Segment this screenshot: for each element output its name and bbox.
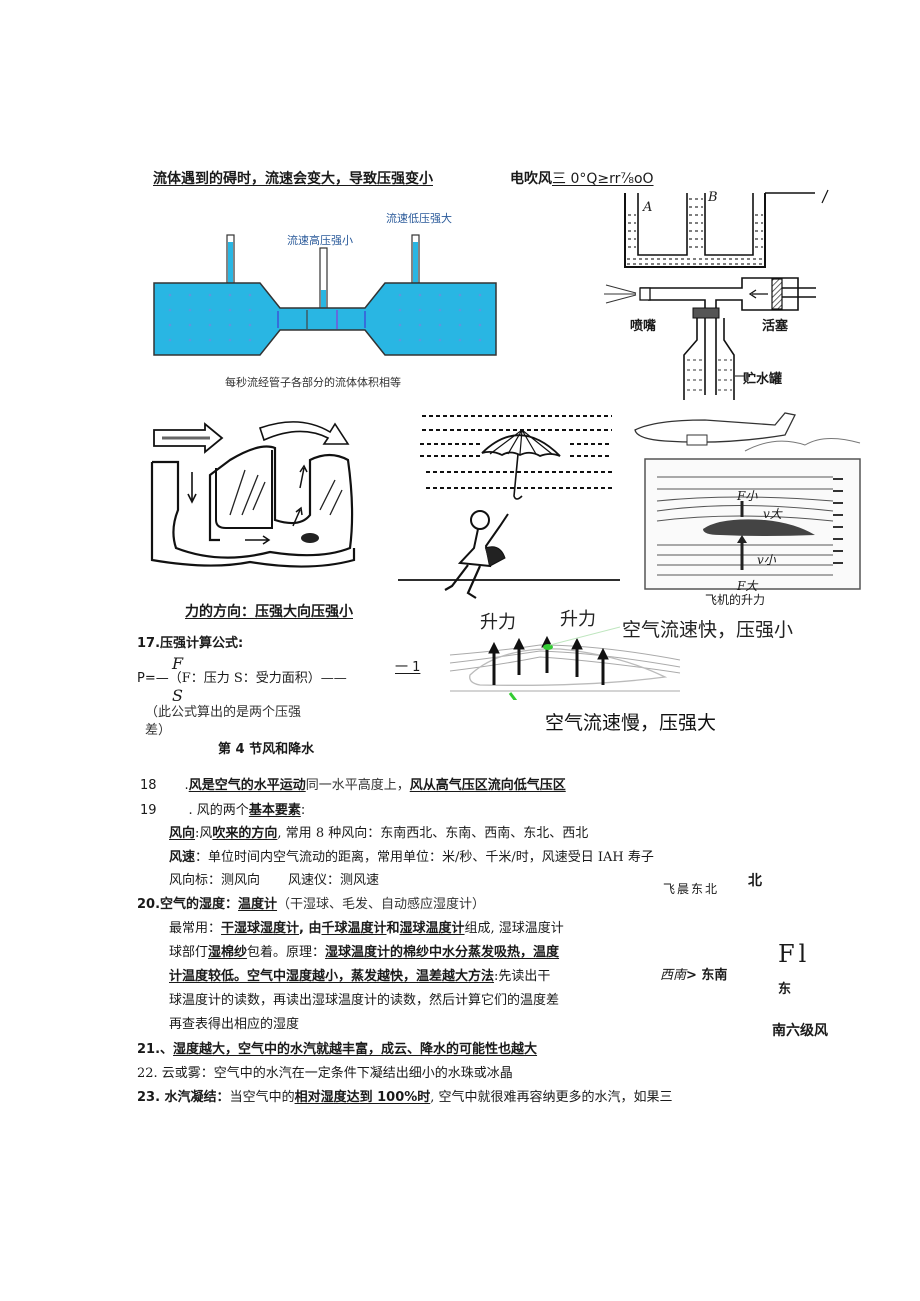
item-20-line6: 再查表得出相应的湿度 — [169, 1017, 300, 1032]
item-20-t1: （干湿球、毛发、自动感应湿度计） — [277, 897, 486, 912]
formula-numerator: F — [172, 654, 184, 673]
item-18: 18.风是空气的水平运动同一水平高度上，风从高气压区流向低气压区 — [140, 778, 566, 794]
item-23-u1: 相对湿度达到 100%时 — [294, 1090, 431, 1105]
airplane-lift-figure: F小 v大 v小 F大 飞机的升力 — [625, 405, 870, 605]
airplane-caption: 飞机的升力 — [705, 593, 766, 605]
section17-title: 17.压强计算公式: — [137, 636, 244, 651]
item-20-l3-u2: 湿球温度计的棉纱中水分蒸发吸热，温度 — [325, 945, 560, 960]
umbrella-figure — [390, 408, 622, 608]
item-21: 21.、湿度越大，空气中的水汽就越丰富，成云、降水的可能性也越大 — [137, 1042, 537, 1058]
item-22: 22. 云或雾：空气中的水汽在一定条件下凝结出细小的水珠或冰晶 — [137, 1066, 513, 1081]
sprayer-figure: A B 喷嘴 活塞 贮水罐 — [590, 185, 880, 400]
item-19-num: 19 — [140, 803, 157, 818]
item-20-l2-u3: 湿球温度计 — [399, 921, 465, 936]
burrow-figure — [150, 420, 375, 570]
wind-speed-label: 风速 — [169, 850, 196, 865]
wind-speed-line: 风速：单位时间内空气流动的距离，常用单位：米/秒、千米/时，风速受日 IAH 寿… — [169, 850, 654, 866]
instrument-anemometer: 风速仪：测风速 — [288, 873, 380, 888]
item-20-line2: 最常用：干湿球湿度计, 由千球温度计和湿球温度计组成, 湿球温度计 — [169, 921, 564, 937]
item-20-l2-u1: 干湿球湿度计 — [221, 921, 300, 936]
item-18-u1: 风是空气的水平运动 — [188, 778, 306, 793]
label-low-speed: 流速低压强大 — [386, 212, 452, 225]
burrow-caption: 力的方向：压强大向压强小 — [185, 604, 353, 620]
label-f-big: F大 — [737, 579, 758, 593]
item-18-u2: 风从高气压区流向低气压区 — [409, 778, 566, 793]
item-20-line5: 球温度计的读数，再读出湿球温度计的读数，然后计算它们的温度差 — [169, 993, 560, 1008]
item-20-l3-u1: 湿棉纱 — [208, 945, 248, 960]
label-piston: 活塞 — [762, 319, 789, 334]
header-caption-right: 电吹风三 0°Q≥rr⅞oO — [510, 171, 654, 188]
side-note-feichen: 飞晨东北 — [663, 882, 720, 896]
item-21-u1: 湿度越大，空气中的水汽就越丰富，成云、降水的可能性也越大 — [173, 1042, 538, 1057]
lift-label-1: 升力 — [480, 612, 516, 633]
wind-direction-label: 风向 — [169, 826, 196, 841]
section-heading: 第 4 节风和降水 — [218, 742, 315, 757]
item-23-t2: , 空气中就很难再容纳更多的水汽，如果三 — [430, 1090, 673, 1105]
item-20-l4-u1: 计温度较低。空气中湿度越小，蒸发越快，温差越大方法 — [169, 969, 495, 984]
hair-dryer-label: 电吹风 — [510, 171, 552, 187]
note-line-2: 差） — [145, 723, 172, 738]
header-caption-left: 流体遇到的碍时，流速会变大，导致压强变小 — [153, 171, 433, 187]
item-20-l2-t3: 和 — [386, 921, 400, 936]
instrument-vane: 风向标：测风向 — [169, 873, 261, 888]
side-note-bei: 北 — [748, 873, 762, 889]
item-20-l2-t2: , 由 — [299, 921, 322, 936]
item-18-text1: 同一水平高度上， — [305, 778, 410, 793]
item-18-num: 18 — [140, 778, 157, 793]
item-20-line4: 计温度较低。空气中湿度越小，蒸发越快，温差越大方法:先读出干 — [169, 969, 550, 985]
label-f-small: F小 — [737, 489, 758, 503]
item-20-l4-t1: :先读出干 — [494, 969, 551, 984]
side-note-dong: 东 — [778, 982, 792, 997]
side-note-direction: 西南> 东南 — [660, 968, 727, 984]
side-note-nanliuji: 南六级风 — [772, 1023, 828, 1039]
wing-lift-figure: 升力 升力 — [440, 605, 730, 702]
item-20-title: 20.空气的湿度： — [137, 897, 239, 912]
item-20-line3: 球部仃湿棉纱包着。原理：湿球温度计的棉纱中水分蒸发吸热，温度 — [169, 945, 559, 961]
side-note-fl: Fl — [778, 940, 811, 968]
label-v-small: v小 — [757, 553, 776, 567]
wing-bottom-caption: 空气流速慢，压强大 — [545, 712, 717, 734]
label-tank: 贮水罐 — [743, 372, 783, 387]
wind-direction-line: 风向:风吹来的方向, 常用 8 种风向：东南西北、东南、西南、东北、西北 — [169, 826, 588, 842]
label-high-speed: 流速高压强小 — [287, 234, 353, 247]
item-20-l3-t2: 包着。原理： — [247, 945, 326, 960]
wing-top-caption: 空气流速快，压强小 — [622, 619, 794, 641]
wind-direction-t2: , 常用 8 种风向：东南西北、东南、西南、东北、西北 — [277, 826, 589, 841]
wind-direction-t1: :风 — [195, 826, 213, 841]
formula-denominator: S — [172, 686, 183, 705]
garbled-text: 三 0°Q≥rr⅞oO — [552, 171, 654, 187]
item-21-num: 21.、 — [137, 1042, 174, 1057]
formula-desc: （F：压力 S：受力面积）—— — [168, 671, 347, 686]
item-20-line1: 20.空气的湿度：温度计（干湿球、毛发、自动感应湿度计） — [137, 897, 485, 913]
item-18-dot: . — [184, 778, 189, 793]
item-19-u1: 基本要素 — [248, 803, 301, 818]
item-19-colon: : — [300, 803, 306, 818]
wind-speed-text: ：单位时间内空气流动的距离，常用单位：米/秒、千米/时，风速受日 IAH 寿子 — [195, 850, 654, 865]
item-20-l2-t1: 最常用： — [169, 921, 222, 936]
wind-direction-u2: 吹来的方向 — [212, 826, 278, 841]
venturi-tube-figure: 流速低压强大 流速高压强小 每秒流经管子各部分的流体体积相等 — [150, 200, 500, 400]
label-a: A — [643, 200, 653, 215]
instruments-line: 风向标：测风向 风速仪：测风速 — [169, 873, 379, 889]
side-note-dongnan: > 东南 — [686, 968, 728, 983]
venturi-caption: 每秒流经管子各部分的流体体积相等 — [225, 376, 401, 389]
item-20-l2-u2: 千球温度计 — [321, 921, 387, 936]
item-19: 19 . 风的两个基本要素: — [140, 803, 305, 819]
lift-label-2: 升力 — [560, 609, 596, 630]
side-note-xinan: 西南 — [660, 968, 687, 983]
item-23-t1: 当空气中的 — [229, 1090, 295, 1105]
formula-line: P=—（F：压力 S：受力面积）—— — [137, 671, 347, 687]
formula-prefix: P=— — [137, 671, 169, 686]
label-nozzle: 喷嘴 — [630, 319, 657, 334]
note-line-1: （此公式算出的是两个压强 — [145, 705, 302, 720]
label-b: B — [708, 190, 718, 205]
item-19-dot: . 风的两个 — [188, 803, 249, 818]
item-20-l3-t1: 球部仃 — [169, 945, 209, 960]
item-23-title: 23. 水汽凝结： — [137, 1090, 230, 1105]
item-20-u1: 温度计 — [238, 897, 278, 912]
side-note-1: 一 1 — [395, 660, 421, 675]
label-v-big: v大 — [763, 507, 782, 521]
item-20-l2-t4: 组成, 湿球温度计 — [464, 921, 564, 936]
item-23: 23. 水汽凝结：当空气中的相对湿度达到 100%时, 空气中就很难再容纳更多的… — [137, 1090, 673, 1106]
